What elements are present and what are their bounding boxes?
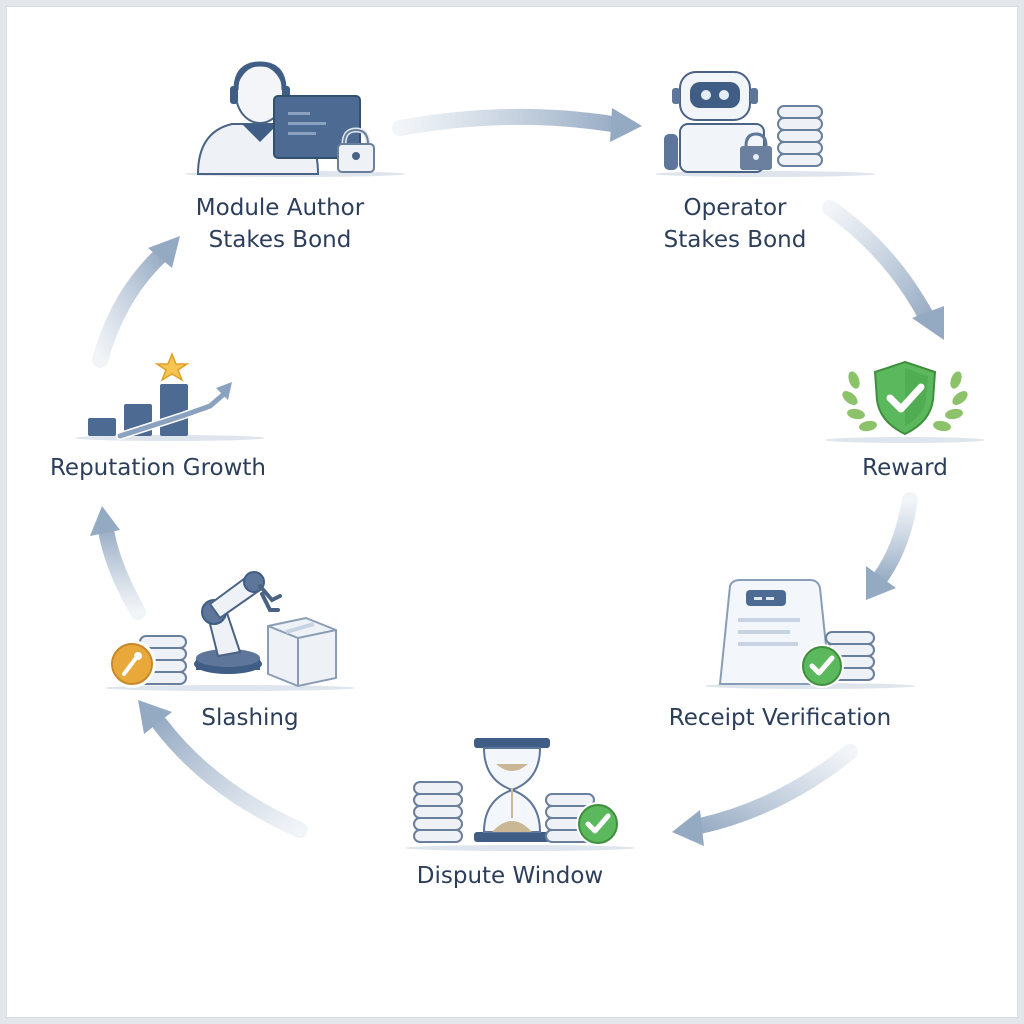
arrow-author-to-operator-head [610,108,642,142]
step-module-author [180,50,410,250]
arrow-operator-to-reward-head [912,306,944,340]
step-operator [650,60,880,190]
arrow-author-to-operator [392,108,620,136]
step-dispute-window [400,734,640,854]
step-slashing-label-line1: Slashing [201,705,299,731]
arrow-receipt-to-dispute [692,744,858,834]
step-reputation-growth [70,348,270,443]
arrow-reward-to-receipt [872,492,918,586]
step-receipt-verification-label: Receipt Verification [650,702,910,734]
step-slashing [100,560,360,695]
step-module-author-label-line1: Module Author [195,195,365,221]
hourglass-coins-icon [405,738,635,851]
receipt-check-icon [705,579,915,689]
step-reward [820,350,990,445]
step-reward-label-line1: Reward [862,455,948,481]
step-reputation-growth-label: Reputation Growth [38,452,278,484]
shield-check-laurel-icon [825,360,985,443]
step-reputation-growth-label-line1: Reputation Growth [49,455,266,481]
arrow-slashing-to-reputation-head [90,506,120,536]
robot-arm-coins-icon [105,571,355,691]
step-module-author-label-line2: Stakes Bond [208,227,352,253]
step-receipt-verification-label-line1: Receipt Verification [668,705,892,731]
arrow-receipt-to-dispute-head [672,810,704,846]
step-slashing-label: Slashing [150,702,350,734]
arrow-slashing-to-reputation [98,522,146,620]
arrow-dispute-to-slashing-head [138,700,172,734]
arrow-reputation-to-author-head [148,236,180,268]
step-dispute-window-label: Dispute Window [400,860,620,892]
step-operator-label: Operator Stakes Bond [630,192,840,256]
step-module-author-label: Module Author Stakes Bond [175,192,385,256]
step-dispute-window-label-line1: Dispute Window [416,863,604,889]
step-receipt-verification [700,572,920,692]
step-operator-label-line2: Stakes Bond [663,227,807,253]
arrow-operator-to-reward [822,200,934,324]
growth-chart-star-icon [75,351,265,441]
arrow-reputation-to-author [92,248,168,368]
arrow-dispute-to-slashing [152,716,308,838]
developer-with-lock-icon [185,61,405,177]
step-reward-label: Reward [800,452,1010,484]
step-operator-label-line1: Operator [683,195,787,221]
arrow-reward-to-receipt-head [866,566,896,600]
robot-with-coins-icon [655,71,875,177]
